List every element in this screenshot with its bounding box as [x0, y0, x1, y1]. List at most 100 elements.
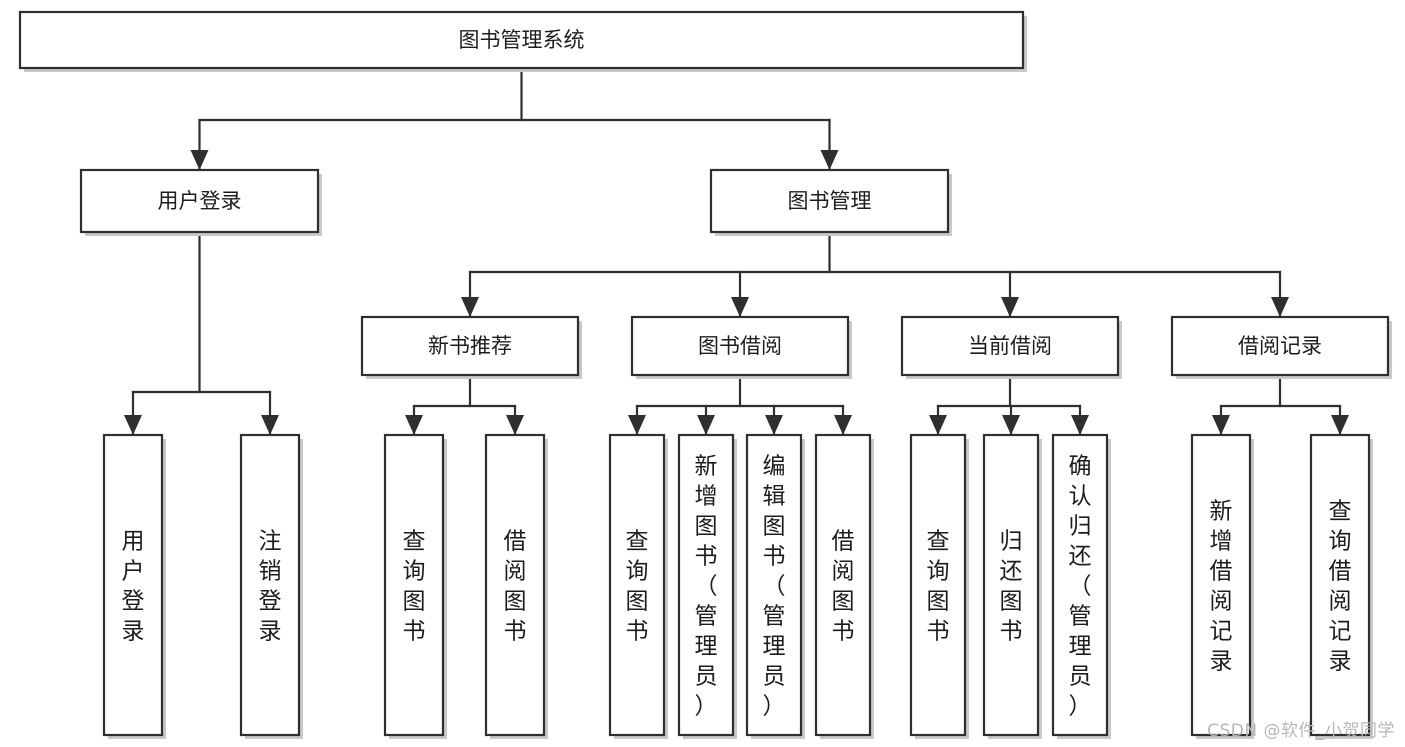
svg-text:录: 录 — [122, 619, 145, 645]
arrow-head-icon — [834, 415, 852, 435]
node-label: 图书借阅 — [698, 334, 782, 358]
node-label: 当前借阅 — [968, 334, 1052, 358]
svg-text:增: 增 — [695, 484, 718, 510]
arrow-head-icon — [506, 415, 524, 435]
svg-text:查: 查 — [1329, 499, 1352, 525]
svg-text:辑: 辑 — [763, 484, 786, 510]
arrow-head-icon — [1331, 415, 1349, 435]
svg-text:书: 书 — [763, 544, 786, 570]
level2-node-book-manage[interactable]: 图书管理 — [709, 168, 952, 236]
root-node-root[interactable]: 图书管理系统 — [18, 10, 1027, 72]
svg-text:书: 书 — [695, 544, 718, 570]
svg-text:书: 书 — [403, 619, 426, 645]
arrow-head-icon — [1071, 415, 1089, 435]
svg-text:书: 书 — [504, 619, 527, 645]
svg-text:用: 用 — [122, 529, 145, 555]
svg-text:阅: 阅 — [1329, 589, 1352, 615]
svg-text:注: 注 — [259, 529, 282, 555]
svg-text:登: 登 — [259, 589, 282, 615]
svg-text:（: （ — [1069, 574, 1092, 600]
leaf-node-leaf-user-login[interactable]: 用户登录 — [102, 433, 166, 739]
level3-node-book-borrow[interactable]: 图书借阅 — [630, 315, 852, 379]
svg-text:图: 图 — [763, 514, 786, 540]
arrow-head-icon — [1001, 297, 1019, 317]
svg-text:员: 员 — [1069, 664, 1092, 690]
svg-text:理: 理 — [763, 634, 786, 660]
svg-text:书: 书 — [626, 619, 649, 645]
svg-text:记: 记 — [1210, 619, 1233, 645]
arrow-head-icon — [405, 415, 423, 435]
arrow-head-icon — [697, 415, 715, 435]
svg-text:还: 还 — [1069, 544, 1092, 570]
node-label-vertical: 用户登录 — [122, 529, 145, 645]
svg-text:记: 记 — [1329, 619, 1352, 645]
svg-text:管: 管 — [695, 604, 718, 630]
svg-text:阅: 阅 — [832, 559, 855, 585]
svg-text:）: ） — [763, 694, 786, 720]
level3-node-current-borrow[interactable]: 当前借阅 — [900, 315, 1122, 379]
svg-text:询: 询 — [403, 559, 426, 585]
svg-text:员: 员 — [763, 664, 786, 690]
level2-node-user-login[interactable]: 用户登录 — [79, 168, 322, 236]
svg-text:图: 图 — [626, 589, 649, 615]
arrow-head-icon — [929, 415, 947, 435]
svg-text:图: 图 — [504, 589, 527, 615]
arrow-head-icon — [261, 415, 279, 435]
node-label: 新书推荐 — [428, 334, 512, 358]
connector-layer — [124, 66, 1349, 437]
arrow-head-icon — [1212, 415, 1230, 435]
node-label: 借阅记录 — [1238, 334, 1322, 358]
arrow-head-icon — [461, 297, 479, 317]
svg-text:归: 归 — [1000, 529, 1023, 555]
level3-node-borrow-record[interactable]: 借阅记录 — [1170, 315, 1392, 379]
svg-text:书: 书 — [1000, 619, 1023, 645]
level3-node-new-book-recommend[interactable]: 新书推荐 — [360, 315, 582, 379]
svg-text:销: 销 — [259, 559, 282, 585]
svg-text:图: 图 — [695, 514, 718, 540]
svg-text:图: 图 — [832, 589, 855, 615]
svg-text:询: 询 — [927, 559, 950, 585]
svg-text:编: 编 — [763, 454, 786, 480]
svg-text:）: ） — [1069, 694, 1092, 720]
svg-text:认: 认 — [1069, 484, 1092, 510]
svg-text:员: 员 — [695, 664, 718, 690]
svg-text:阅: 阅 — [504, 559, 527, 585]
svg-text:增: 增 — [1210, 529, 1233, 555]
svg-text:录: 录 — [1210, 649, 1233, 675]
svg-text:新: 新 — [695, 454, 718, 480]
svg-text:借: 借 — [1210, 559, 1233, 585]
svg-text:查: 查 — [403, 529, 426, 555]
svg-text:）: ） — [695, 694, 718, 720]
svg-text:借: 借 — [1329, 559, 1352, 585]
arrow-head-icon — [190, 150, 209, 170]
node-label: 图书管理系统 — [459, 28, 585, 52]
svg-text:图: 图 — [403, 589, 426, 615]
svg-text:归: 归 — [1069, 514, 1092, 540]
svg-text:理: 理 — [1069, 634, 1092, 660]
svg-text:阅: 阅 — [1210, 589, 1233, 615]
svg-text:询: 询 — [626, 559, 649, 585]
svg-text:录: 录 — [259, 619, 282, 645]
svg-text:新: 新 — [1210, 499, 1233, 525]
